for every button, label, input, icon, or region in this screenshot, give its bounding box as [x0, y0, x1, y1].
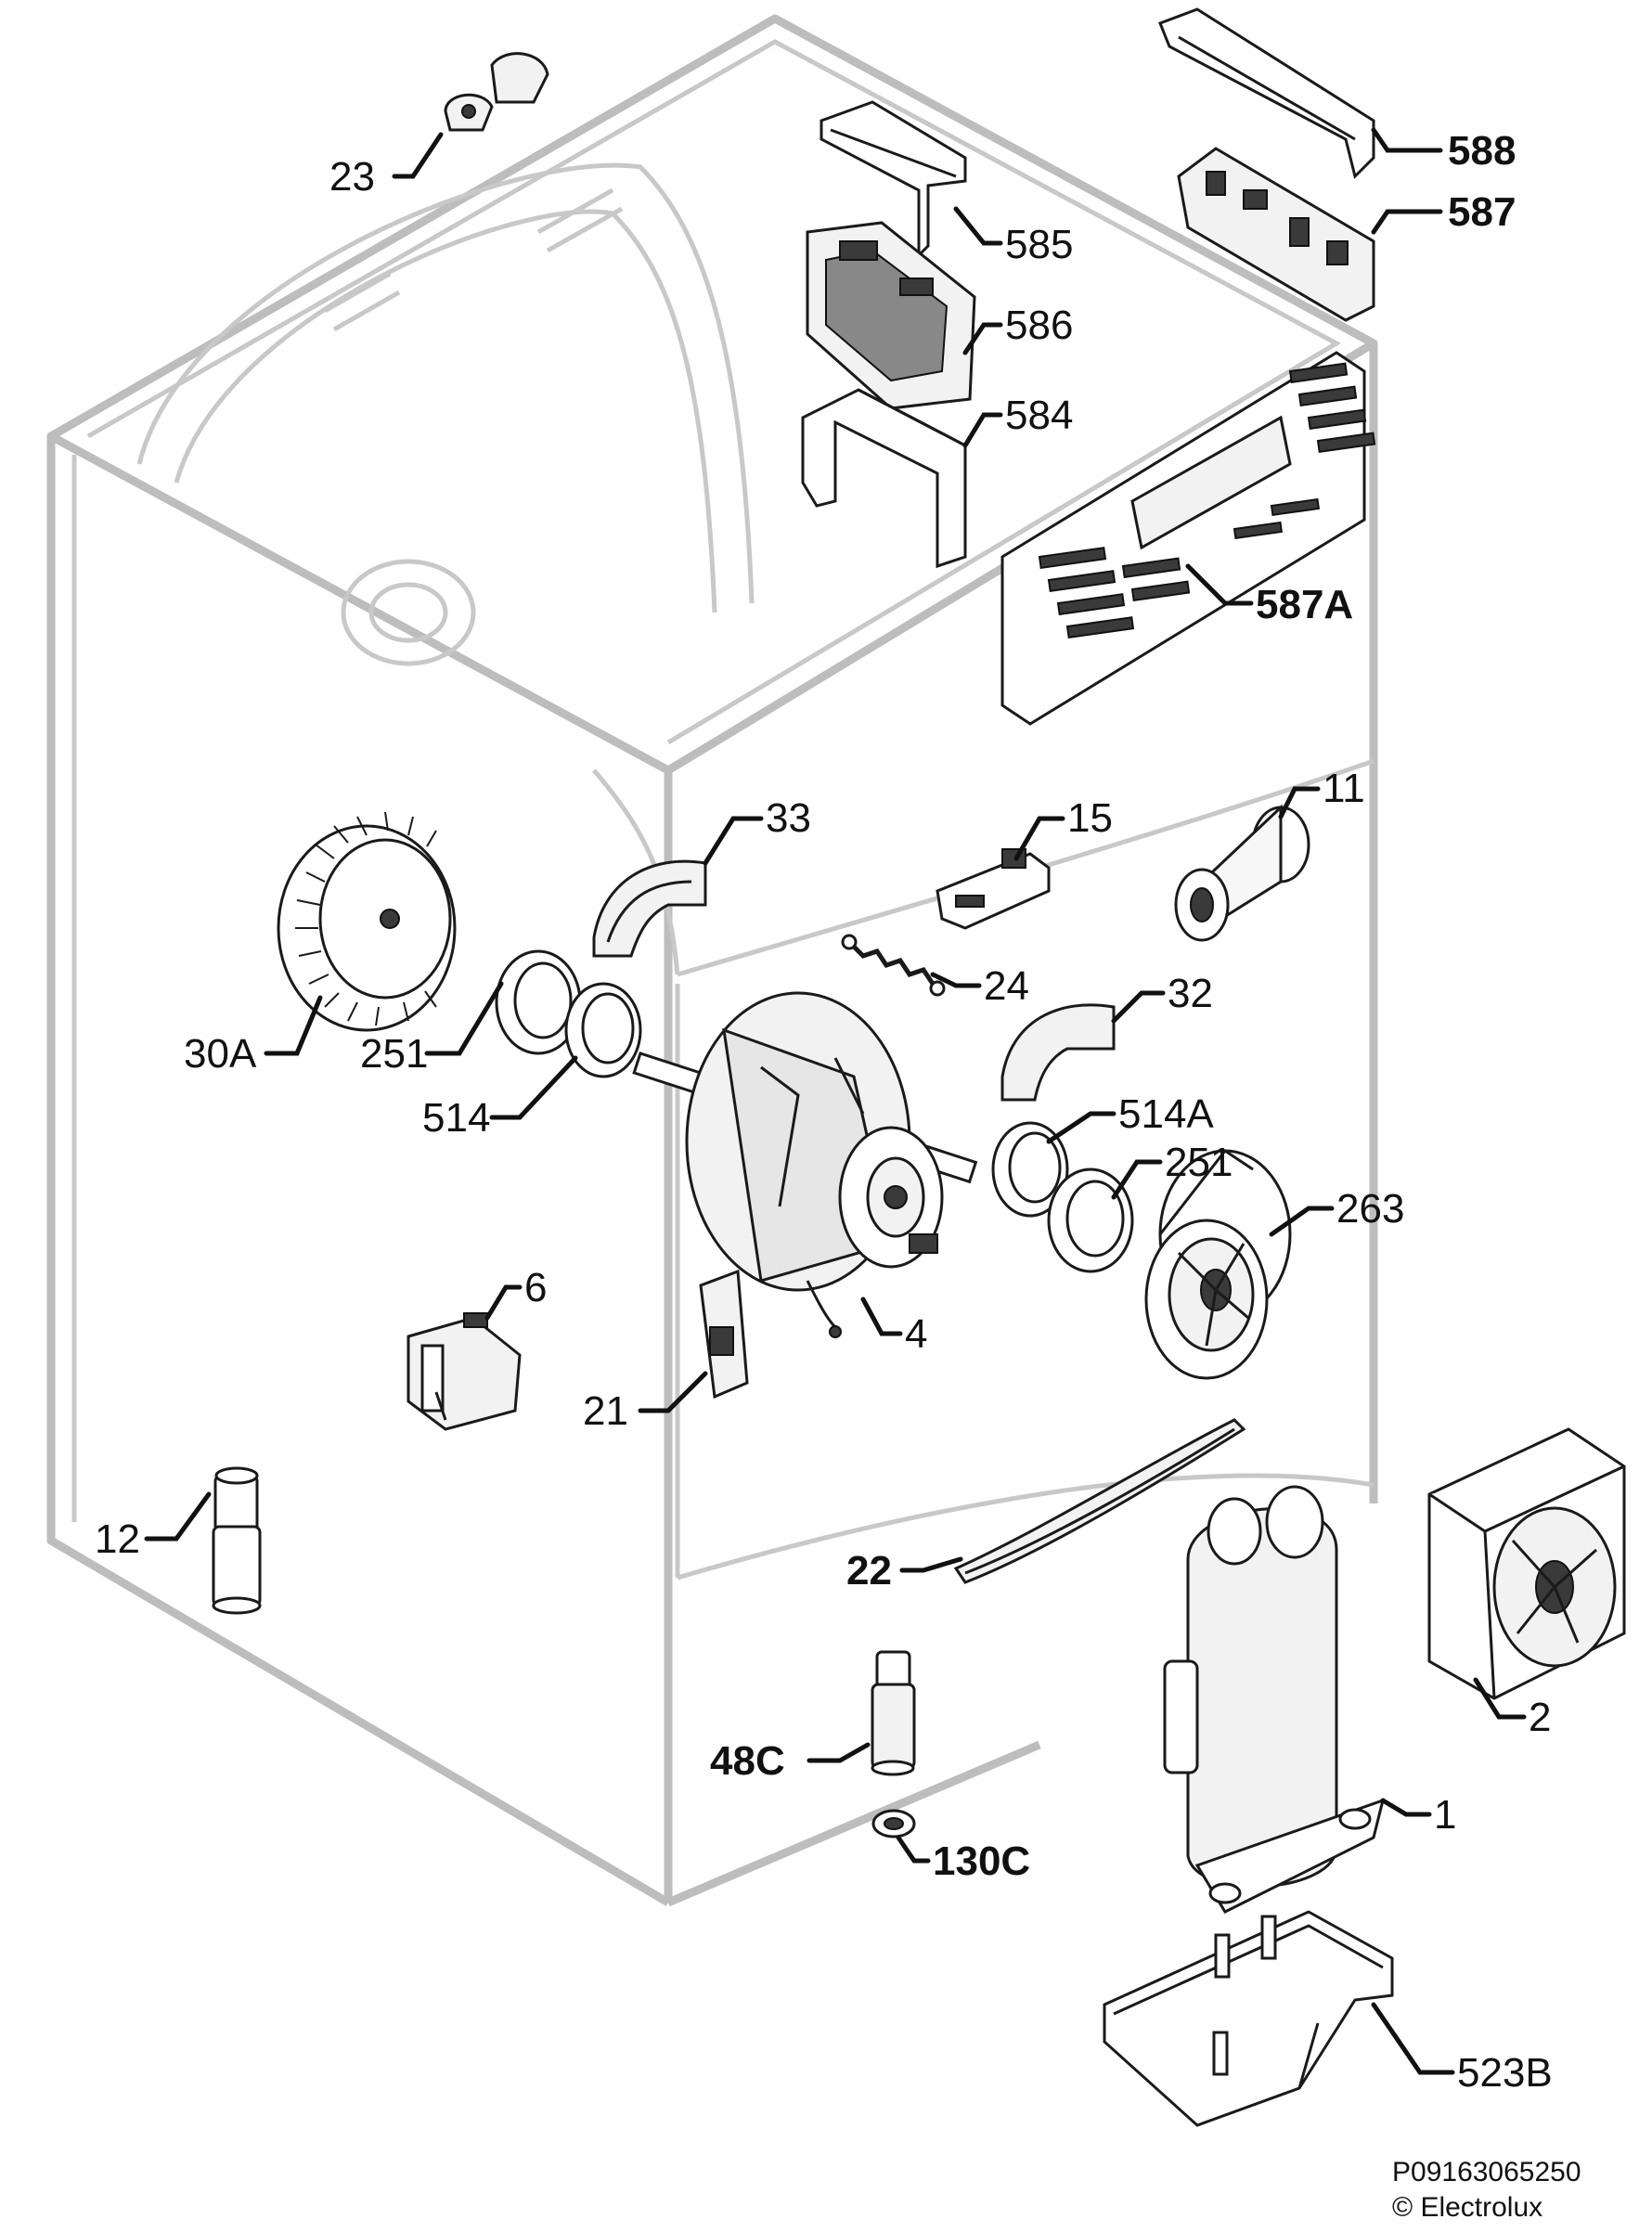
leader-lines	[144, 127, 1527, 2075]
part-12-capacitor	[212, 1466, 262, 1615]
footer-code: P09163065250	[1392, 2157, 1581, 2187]
part-2-fan	[1427, 1427, 1626, 1700]
callout-584: 584	[1005, 393, 1073, 438]
callout-586: 586	[1005, 303, 1073, 348]
callout-11: 11	[1323, 766, 1365, 811]
callout-2: 2	[1529, 1695, 1551, 1740]
callout-587A: 587A	[1256, 582, 1353, 627]
part-48C-sensor	[871, 1650, 916, 1776]
callout-514A: 514A	[1118, 1091, 1214, 1137]
part-514-ring-left	[564, 982, 642, 1078]
callout-588: 588	[1448, 128, 1516, 174]
part-33-bracket	[592, 859, 707, 958]
part-584-holder	[801, 388, 967, 569]
part-1-compressor	[1163, 1485, 1386, 1914]
callout-523B: 523B	[1457, 2050, 1553, 2096]
callout-251-left: 251	[360, 1031, 428, 1077]
part-6-pump	[407, 1312, 522, 1431]
part-251-ring-right	[1047, 1168, 1134, 1273]
cabinet-outline	[46, 14, 1378, 1907]
callout-6: 6	[524, 1265, 547, 1310]
callout-15: 15	[1067, 795, 1113, 841]
callout-labels: 23 585 586 584 588 587 587A 33 15 11 24 …	[95, 128, 1553, 2096]
callout-24: 24	[984, 963, 1029, 1009]
part-588-cover	[1158, 7, 1375, 179]
callout-514: 514	[422, 1095, 490, 1141]
callout-1: 1	[1434, 1792, 1456, 1838]
part-21-switch	[699, 1269, 749, 1400]
callout-12: 12	[95, 1516, 140, 1562]
callout-585: 585	[1005, 222, 1073, 267]
part-587-module	[1177, 147, 1375, 322]
part-32-bracket	[1000, 1003, 1116, 1102]
part-23-clip	[444, 52, 549, 132]
callout-4: 4	[905, 1311, 927, 1357]
callout-48C: 48C	[710, 1738, 785, 1784]
callout-251-right: 251	[1165, 1140, 1233, 1185]
part-251-ring-left	[495, 949, 582, 1055]
part-514A-ring	[991, 1121, 1069, 1218]
part-586-board	[806, 221, 976, 410]
callout-587: 587	[1448, 189, 1516, 235]
part-523B-base-plate	[1103, 1910, 1394, 2127]
part-15-switch	[936, 848, 1051, 930]
callout-32: 32	[1168, 971, 1213, 1016]
part-130C-grommet	[871, 1809, 916, 1838]
part-587A-panel	[1000, 351, 1376, 726]
callout-22: 22	[846, 1548, 892, 1593]
part-22-strip	[953, 1418, 1246, 1584]
part-24-spring	[841, 934, 946, 997]
part-585-bracket	[820, 100, 967, 259]
callout-21: 21	[583, 1388, 628, 1434]
part-4-motor	[632, 991, 978, 1338]
callout-30A: 30A	[184, 1031, 257, 1077]
part-11-capacitor	[1174, 804, 1310, 942]
part-263-pulley	[1144, 1148, 1292, 1380]
footer-copyright: © Electrolux	[1392, 2192, 1542, 2223]
callout-130C: 130C	[933, 1838, 1030, 1884]
callout-263: 263	[1336, 1186, 1404, 1232]
part-30A-fan-wheel	[277, 811, 457, 1032]
callout-23: 23	[329, 154, 375, 200]
callout-33: 33	[766, 795, 811, 841]
footer: P09163065250 © Electrolux	[1392, 2157, 1581, 2223]
